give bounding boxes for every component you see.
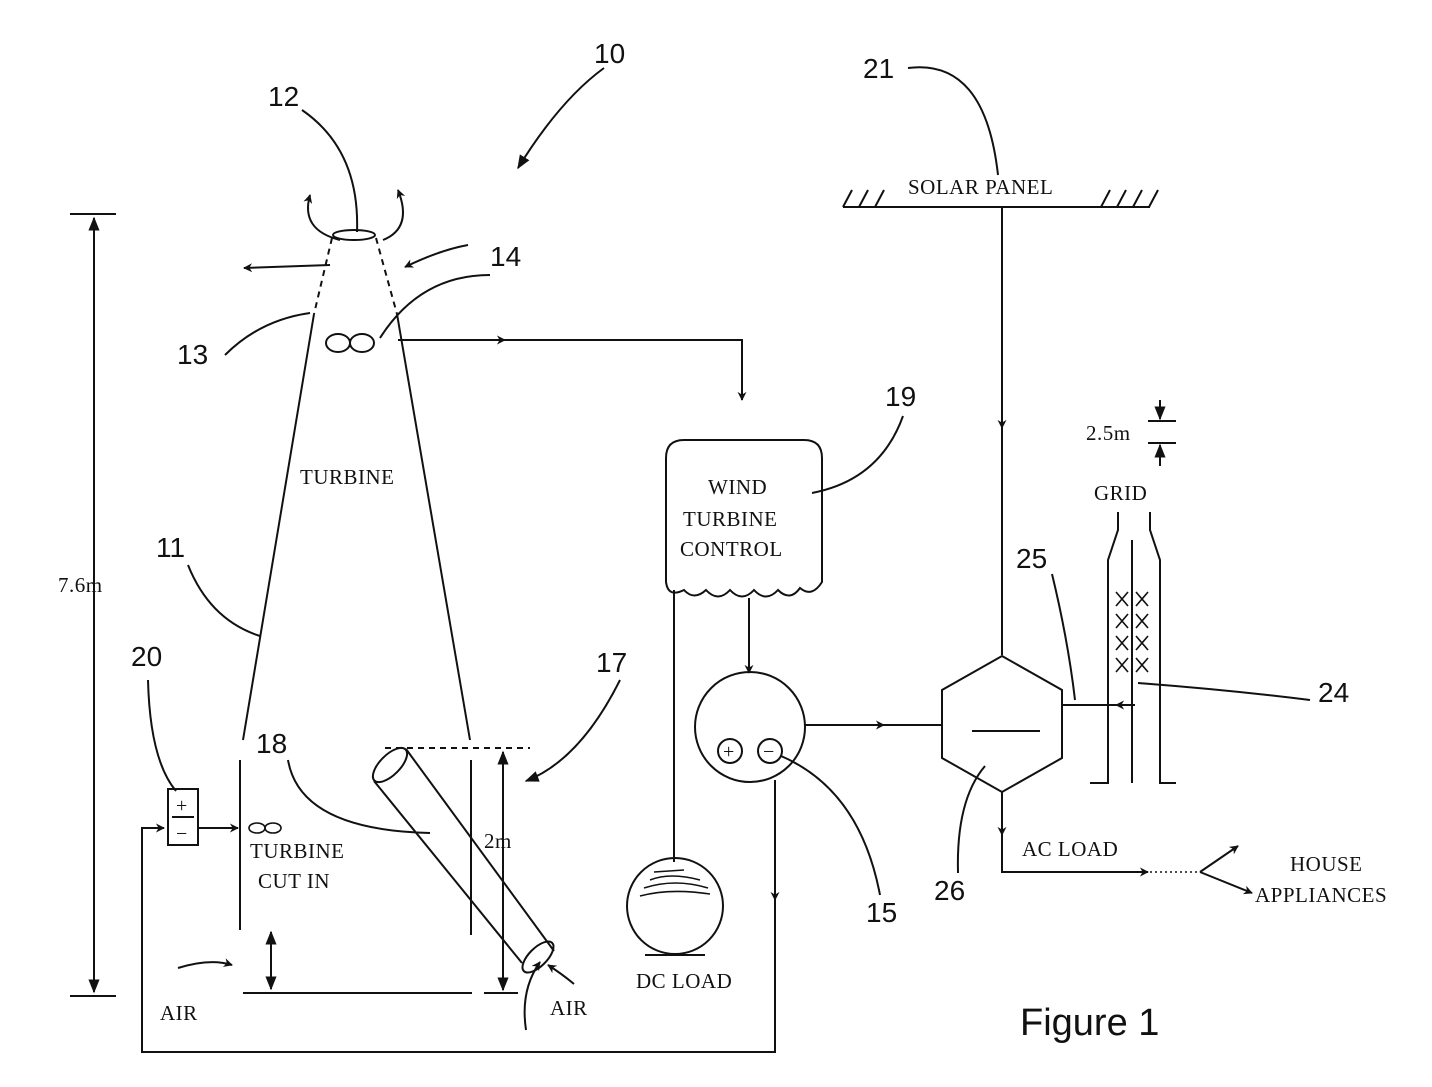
height-dimension-7-6m — [70, 214, 116, 996]
control-label-line2: TURBINE — [683, 507, 778, 531]
dc-load-label: DC LOAD — [636, 969, 732, 993]
ref-20: 20 — [131, 641, 162, 672]
height-label-7-6m: 7.6m — [58, 573, 103, 597]
battery-plus: + — [176, 795, 188, 817]
cut-in-label-line2: CUT IN — [258, 869, 330, 893]
controller-26 — [942, 656, 1062, 792]
grid-spacing-dimension — [1148, 400, 1176, 466]
inverter-plus: + — [723, 741, 735, 763]
air-inlet-arrow-right-2 — [548, 965, 574, 984]
ref-17: 17 — [596, 647, 627, 678]
ref-15: 15 — [866, 897, 897, 928]
turbine-label: TURBINE — [300, 465, 395, 489]
grid-spacing-label: 2.5m — [1086, 421, 1131, 445]
ref-26: 26 — [934, 875, 965, 906]
battery-minus: − — [176, 823, 188, 845]
inverter-minus: − — [763, 741, 775, 763]
ref-21: 21 — [863, 53, 894, 84]
inlet-pipe-18 — [367, 742, 558, 977]
cut-in-label-line1: TURBINE — [250, 839, 345, 863]
control-label-line1: WIND — [708, 475, 767, 499]
house-label-line1: HOUSE — [1290, 852, 1363, 876]
dc-load — [627, 858, 723, 955]
height-dimension-2m — [484, 752, 518, 993]
ref-10: 10 — [594, 38, 625, 69]
ref-12: 12 — [268, 81, 299, 112]
ref-18: 18 — [256, 728, 287, 759]
air-label-left: AIR — [160, 1001, 198, 1025]
ref-24: 24 — [1318, 677, 1349, 708]
figure-caption: Figure 1 — [1020, 1002, 1159, 1044]
air-label-right: AIR — [550, 996, 588, 1020]
ref-25: 25 — [1016, 543, 1047, 574]
ref-19: 19 — [885, 381, 916, 412]
ref-13: 13 — [177, 339, 208, 370]
appliance-arrow-down — [1200, 872, 1252, 893]
ref-14: 14 — [490, 241, 521, 272]
house-label-line2: APPLIANCES — [1255, 883, 1387, 907]
turbine-14-icon — [326, 334, 374, 352]
air-inlet-arrow-left — [178, 962, 232, 968]
grid-label: GRID — [1094, 481, 1147, 505]
grid-24 — [1090, 512, 1176, 783]
ac-load-label: AC LOAD — [1022, 837, 1118, 861]
height-label-2m: 2m — [484, 829, 512, 853]
tower-top-opening — [333, 230, 375, 240]
inverter-15 — [695, 672, 805, 782]
control-label-line3: CONTROL — [680, 537, 783, 561]
ref-11: 11 — [156, 532, 185, 563]
appliance-arrow-up — [1200, 846, 1238, 872]
cut-in-turbine-icon — [249, 823, 281, 833]
turbine-to-control-wire — [398, 340, 742, 400]
solar-panel-label: SOLAR PANEL — [908, 175, 1053, 199]
